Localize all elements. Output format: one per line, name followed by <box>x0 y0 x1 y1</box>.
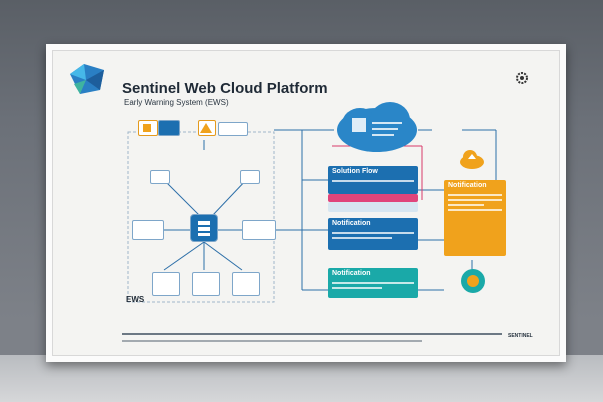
label-card-top <box>218 122 248 136</box>
logo-icon <box>70 64 104 94</box>
panel-line <box>448 209 502 211</box>
poster-subtitle: Early Warning System (EWS) <box>124 98 229 107</box>
panel-line <box>332 232 414 234</box>
cloud-icon <box>337 102 417 152</box>
notification-blue-panel: Notification <box>328 218 418 250</box>
panel-line <box>332 180 414 182</box>
light-bar <box>328 202 418 212</box>
panel-line <box>332 237 392 239</box>
panel-line <box>448 204 484 206</box>
notification-teal-label: Notification <box>332 270 371 277</box>
label-card-left <box>150 170 170 184</box>
panel-line <box>332 282 414 284</box>
bottom-node-1 <box>152 272 180 296</box>
cloud-upload-icon <box>460 150 484 169</box>
label-card-right <box>240 170 260 184</box>
notification-teal-panel: Notification <box>328 268 418 298</box>
central-server-node <box>190 214 218 242</box>
poster-title: Sentinel Web Cloud Platform <box>122 80 328 97</box>
panel-line <box>332 287 382 289</box>
panel-line <box>448 199 502 201</box>
bottom-node-2 <box>192 272 220 296</box>
left-device-node <box>132 220 164 240</box>
database-icon <box>461 269 485 293</box>
gear-icon <box>516 72 528 84</box>
solution-flow-label: Solution Flow <box>332 168 378 175</box>
alert-icon <box>200 123 212 133</box>
alert-badge <box>198 120 216 136</box>
brand-label: SENTINEL <box>508 333 533 339</box>
panel-line <box>448 194 502 196</box>
source-badge <box>158 120 180 136</box>
server-icon <box>198 221 210 236</box>
poster-frame: Sentinel Web Cloud Platform Early Warnin… <box>46 44 566 362</box>
sensor-icon <box>143 124 151 132</box>
footer-text-line <box>122 340 422 342</box>
sensor-badge <box>138 120 158 136</box>
notification-blue-label: Notification <box>332 220 371 227</box>
solution-flow-panel: Solution Flow <box>328 166 418 194</box>
pink-bar <box>328 194 418 202</box>
floor <box>0 355 603 402</box>
notification-orange-panel: Notification <box>444 180 506 256</box>
right-device-node <box>242 220 276 240</box>
bottom-node-3 <box>232 272 260 296</box>
notification-orange-label: Notification <box>448 182 487 189</box>
footer-text-line <box>122 333 502 335</box>
ews-label: EWS <box>126 295 145 304</box>
poster: Sentinel Web Cloud Platform Early Warnin… <box>52 50 560 356</box>
